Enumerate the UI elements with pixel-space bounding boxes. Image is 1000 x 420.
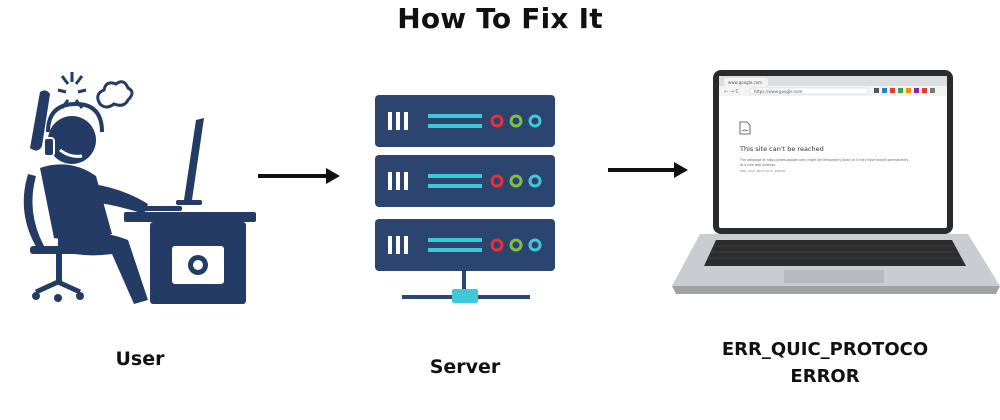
server-label: Server xyxy=(429,356,501,378)
server-unit-1 xyxy=(375,95,555,147)
fan-icon xyxy=(188,255,208,275)
error-body-line2: to a new web address. xyxy=(740,163,776,167)
extension-icons xyxy=(874,88,935,93)
steam-cloud-icon xyxy=(96,80,134,109)
arrow-user-to-server xyxy=(258,168,340,184)
error-label: ERR_QUIC_PROTOCO ERROR xyxy=(700,336,950,390)
arrow-server-to-laptop xyxy=(608,162,688,178)
network-base-icon xyxy=(402,271,530,303)
nav-buttons-icon: ← → C xyxy=(724,89,740,95)
error-label-line1: ERR_QUIC_PROTOCO xyxy=(721,339,929,360)
keyboard-keys xyxy=(708,245,961,259)
error-label-line2: ERROR xyxy=(790,366,860,387)
error-code-small: ERR_QUIC_PROTOCOL_ERROR xyxy=(740,169,785,173)
error-body-line1: The webpage at https://www.google.com/ m… xyxy=(739,158,908,162)
laptop: www.google.com ← → C https://www.google.… xyxy=(672,70,1000,294)
browser-tab-title: www.google.com xyxy=(728,80,762,85)
error-heading: This site can't be reached xyxy=(739,145,824,153)
sad-file-icon xyxy=(739,121,751,135)
server-rack xyxy=(375,95,555,303)
server-unit-3 xyxy=(375,219,555,271)
user-label: User xyxy=(115,348,165,370)
user-figure xyxy=(23,72,256,304)
page-title: How To Fix It xyxy=(397,2,603,35)
browser-url: https://www.google.com xyxy=(754,89,803,94)
server-unit-2 xyxy=(375,155,555,207)
